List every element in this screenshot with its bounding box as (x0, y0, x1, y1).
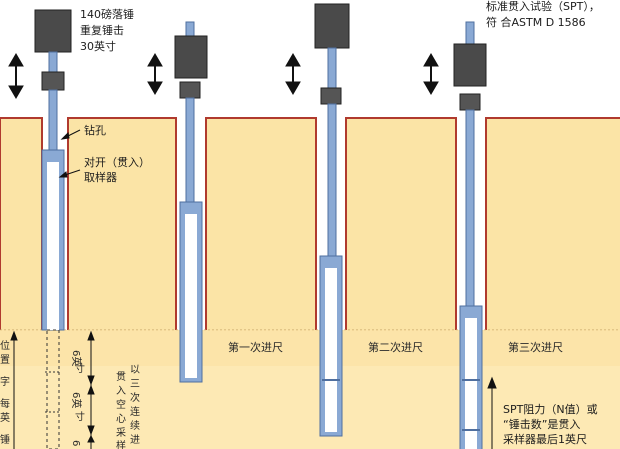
hammer-label-line-2: 重复锤击 (80, 23, 124, 37)
motion-arrow-4 (423, 53, 439, 95)
hammer-2 (174, 35, 208, 79)
svg-text:每: 每 (0, 397, 10, 410)
six-inch-1a: 6英 (70, 350, 83, 366)
drive-note-col-2: 贯 入 空 心 采 样 (116, 371, 126, 449)
hammer-label-line-3: 30英寸 (80, 39, 116, 53)
motion-arrow-1 (8, 53, 24, 99)
spt-resistance-line-2: “锤击数”是贯入 (503, 417, 580, 431)
spt-resistance-line-1: SPT阻力（N值）或 (503, 403, 598, 416)
svg-text:心: 心 (116, 413, 126, 425)
svg-text:以: 以 (130, 365, 140, 376)
leader-lines (58, 129, 497, 449)
second-increment-label: 第二次进尺 (368, 340, 423, 354)
sampler-2-core (185, 214, 197, 378)
svg-text:字: 字 (0, 375, 10, 388)
borehole-label: 钻孔 (84, 123, 106, 137)
rig-1 (34, 9, 72, 449)
rig-4 (453, 21, 487, 449)
hammer-4 (453, 43, 487, 87)
depth-markers (10, 330, 95, 449)
spt-resistance-arrow (487, 376, 497, 449)
rod-4-lower (465, 109, 475, 307)
spt-label-line-1: 标准贯入试验（SPT）， (486, 0, 600, 13)
sampler-label-line-1: 对开（贯入） (84, 155, 150, 169)
sampler-leader (58, 169, 81, 178)
svg-text:入: 入 (116, 386, 126, 397)
six-inch-1b: 寸 (75, 362, 85, 375)
third-increment-label: 第三次进尺 (508, 340, 563, 354)
soil-block-1 (0, 117, 43, 334)
sampler-1-path (46, 329, 60, 449)
six-inch-2b: 寸 (75, 410, 85, 423)
rod-1-lower (48, 89, 58, 153)
svg-text:续: 续 (130, 419, 140, 432)
soil-layer (0, 117, 620, 449)
rod-1-upper (48, 51, 58, 73)
svg-text:锤: 锤 (0, 433, 10, 446)
soil-block-5 (485, 117, 620, 334)
hammer-3 (314, 3, 350, 49)
spt-label-line-2: 符 合ASTM D 1586 (486, 15, 586, 29)
svg-text:位: 位 (0, 339, 10, 352)
anvil-1 (41, 71, 65, 91)
motion-arrow-3 (285, 53, 301, 95)
anvil-3 (320, 87, 342, 105)
soil-block-3 (205, 117, 317, 334)
six-inch-3: 6 (70, 440, 81, 446)
svg-text:次: 次 (130, 391, 140, 404)
rig-2 (174, 21, 208, 383)
sampler-3-core (325, 268, 337, 432)
svg-text:英: 英 (0, 411, 10, 424)
svg-text:三: 三 (130, 379, 140, 390)
first-increment-label: 第一次进尺 (228, 340, 283, 354)
rod-3-upper (327, 47, 337, 89)
sampler-1-core (47, 162, 59, 330)
svg-text:连: 连 (130, 405, 140, 418)
depth-marker-left (10, 330, 18, 449)
svg-text:置: 置 (0, 354, 10, 366)
soil-block-2 (67, 117, 177, 334)
anvil-2 (179, 81, 201, 99)
rod-3-lower (327, 103, 337, 257)
six-inch-2a: 6英 (70, 392, 83, 408)
increment-band-row (0, 330, 620, 366)
drive-note-col-1: 以 三 次 连 续 进 (130, 365, 140, 446)
svg-text:样: 样 (116, 439, 126, 449)
anvil-4 (459, 93, 481, 111)
motion-arrow-2 (147, 53, 163, 95)
soil-block-4 (345, 117, 457, 334)
hammer-1 (34, 9, 72, 53)
depth-marker-1 (87, 330, 95, 449)
sampler-label-line-2: 取样器 (84, 170, 117, 184)
rod-4-top (465, 21, 475, 45)
hammer-label-line-1: 140磅落锤 (80, 7, 134, 21)
svg-text:贯: 贯 (116, 371, 126, 383)
svg-text:空: 空 (116, 398, 126, 411)
rod-2-lower (185, 97, 195, 203)
borehole-leader (60, 129, 81, 140)
rig-3 (314, 3, 350, 437)
svg-text:采: 采 (116, 427, 126, 439)
sampler-4-core (465, 318, 477, 449)
svg-text:进: 进 (130, 434, 140, 446)
motion-arrows (8, 53, 439, 99)
left-edge-labels: 位 置 字 每 英 锤 (0, 339, 10, 446)
spt-resistance-line-3: 采样器最后1英尺 (503, 432, 587, 446)
